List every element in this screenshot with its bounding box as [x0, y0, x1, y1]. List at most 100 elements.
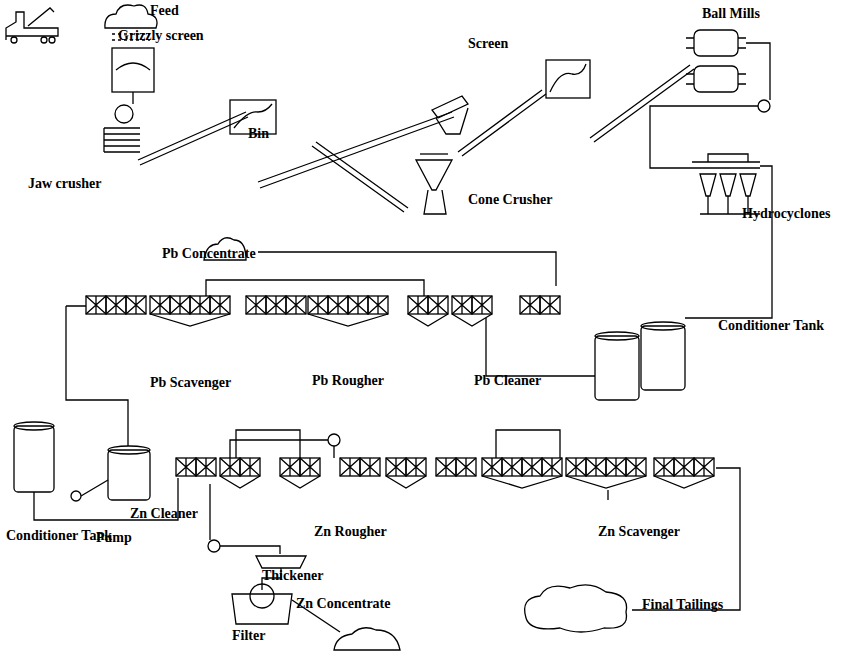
flotation-cell [240, 458, 260, 476]
impeller [150, 296, 170, 314]
equipment-label: Zn Concentrate [296, 596, 391, 611]
impeller [300, 458, 320, 476]
flotation-cell [406, 458, 426, 476]
tailings-pond [525, 585, 627, 632]
flotation-cell [86, 296, 106, 314]
equipment-label: Cone Crusher [468, 192, 552, 207]
jaw-crusher [104, 105, 140, 152]
impeller [266, 296, 286, 314]
equipment-label: Pump [96, 530, 132, 545]
flotation-cell [456, 458, 476, 476]
screen [546, 60, 590, 98]
flotation-cell [340, 458, 360, 476]
impeller [408, 296, 428, 314]
equipment-label: Grizzly screen [118, 28, 204, 43]
flotation-bank [340, 458, 380, 476]
impeller [196, 458, 216, 476]
impeller [436, 458, 456, 476]
flotation-bank [308, 296, 388, 326]
impeller [328, 296, 348, 314]
feed-pile [105, 5, 157, 28]
equipment-label: Zn Cleaner [130, 506, 198, 521]
conditioner-tank [595, 300, 772, 400]
impeller [176, 458, 196, 476]
impeller [386, 458, 406, 476]
impeller [694, 458, 714, 476]
flotation-bank [86, 296, 146, 314]
impeller [220, 458, 240, 476]
impeller [106, 296, 126, 314]
launder [386, 476, 426, 488]
flotation-cell [674, 458, 694, 476]
flotation-cell [428, 296, 448, 314]
flotation-cell [220, 458, 240, 476]
pipe [650, 106, 758, 168]
pipe [206, 280, 424, 296]
impeller [428, 296, 448, 314]
launder [308, 314, 388, 326]
flotation-cell [472, 296, 492, 314]
screen [432, 96, 468, 134]
flotation-cell [170, 296, 190, 314]
impeller [240, 458, 260, 476]
flotation-cell [520, 296, 540, 314]
flotation-cell [436, 458, 456, 476]
flotation-bank [452, 296, 492, 326]
flotation-cell [368, 296, 388, 314]
equipment-label: Feed [150, 3, 179, 18]
flotation-cell [566, 458, 586, 476]
flotation-cell [482, 458, 502, 476]
flotation-bank [386, 458, 426, 488]
equipment-label: Final Tailings [642, 597, 723, 612]
impeller [170, 296, 190, 314]
flotation-cell [246, 296, 266, 314]
equipment-label: Pb Rougher [312, 373, 384, 388]
impeller [540, 296, 560, 314]
impeller [566, 458, 586, 476]
flotation-cell [308, 296, 328, 314]
impeller [674, 458, 694, 476]
pump [328, 434, 340, 446]
impeller [654, 458, 674, 476]
flotation-bank [150, 296, 230, 326]
equipment-label: Jaw crusher [28, 176, 102, 191]
equipment-label: Thickener [262, 568, 323, 583]
flotation-bank [436, 458, 476, 476]
flotation-cell [286, 296, 306, 314]
impeller [308, 296, 328, 314]
pipe [220, 546, 280, 554]
impeller [86, 296, 106, 314]
equipment-label: Bin [248, 126, 269, 141]
flotation-cell [540, 296, 560, 314]
launder [452, 314, 492, 326]
flotation-cell [452, 296, 472, 314]
impeller [586, 458, 606, 476]
equipment-label: Ball Mills [702, 6, 760, 21]
equipment-label: Filter [232, 628, 265, 643]
impeller [522, 458, 542, 476]
flotation-cell [522, 458, 542, 476]
pump [758, 100, 770, 112]
flotation-cell [196, 458, 216, 476]
flotation-bank [246, 296, 306, 314]
flotation-cell [280, 458, 300, 476]
equipment-label: Pb Scavenger [150, 375, 231, 390]
impeller [286, 296, 306, 314]
pipe [258, 252, 556, 286]
launder [482, 476, 562, 488]
flotation-bank [520, 296, 560, 314]
equipment-label: Screen [468, 36, 508, 51]
impeller [456, 458, 476, 476]
flotation-bank [408, 296, 448, 326]
flotation-cell [542, 458, 562, 476]
launder [150, 314, 230, 326]
flotation-cell [328, 296, 348, 314]
flotation-bank [280, 458, 320, 488]
flotation-cell [300, 458, 320, 476]
pump [71, 491, 81, 501]
impeller [360, 458, 380, 476]
pipe [209, 484, 210, 540]
flotation-cell [126, 296, 146, 314]
flotation-cell [694, 458, 714, 476]
impeller [368, 296, 388, 314]
